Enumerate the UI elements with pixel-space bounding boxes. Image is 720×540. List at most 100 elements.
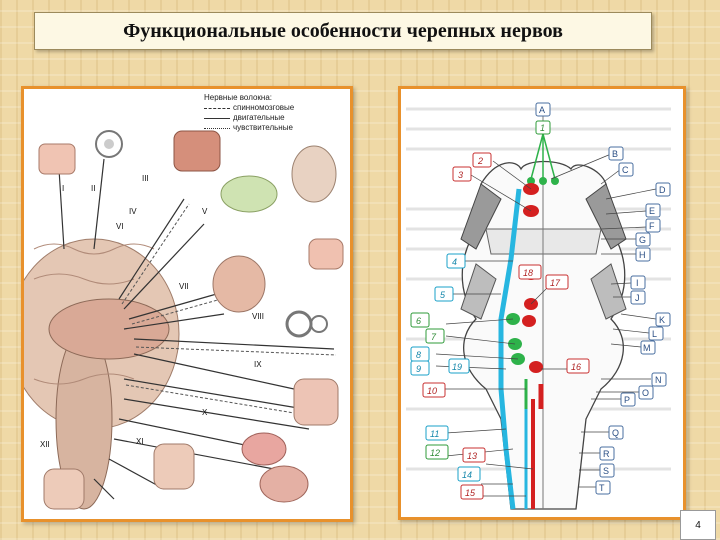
label-14: 14 xyxy=(457,466,481,482)
label-6: 6 xyxy=(410,312,430,328)
fiber-legend: Нервные волокна: спинномозговые двигател… xyxy=(204,93,294,133)
motor-nucleus xyxy=(522,315,536,327)
green-nucleus xyxy=(551,177,559,185)
label-D: D xyxy=(655,182,671,197)
label-13: 13 xyxy=(462,447,486,463)
viscera-sketch xyxy=(259,465,309,503)
orbit-sketch xyxy=(173,130,221,172)
legend-item: чувствительные xyxy=(204,123,294,133)
jaw-sketch xyxy=(220,175,278,213)
label-I: I xyxy=(630,275,646,290)
middle-cerebellar-right xyxy=(590,263,627,320)
label-text: M xyxy=(643,343,651,353)
label-18: 18 xyxy=(518,264,542,280)
label-15: 15 xyxy=(460,484,484,500)
label-text: R xyxy=(603,449,610,459)
label-7: 7 xyxy=(425,328,445,344)
label-K: K xyxy=(655,312,671,327)
nerve-label-XI: XI xyxy=(136,437,144,446)
label-text: 14 xyxy=(462,470,472,480)
label-8: 8 xyxy=(410,346,430,362)
label-text: 16 xyxy=(571,362,581,372)
legend-label: чувствительные xyxy=(233,123,293,132)
label-text: 11 xyxy=(430,429,439,439)
label-text: 3 xyxy=(458,170,463,180)
legend-item: спинномозговые xyxy=(204,103,294,113)
label-R: R xyxy=(599,446,615,461)
peduncle-left xyxy=(460,183,502,250)
nerve-label-V: V xyxy=(202,207,208,216)
legend-line-sensory xyxy=(204,127,230,129)
label-text: 6 xyxy=(416,316,421,326)
ear-sketch xyxy=(285,310,328,338)
label-text: O xyxy=(642,388,649,398)
label-H: H xyxy=(635,247,651,262)
label-text: 2 xyxy=(477,156,483,166)
label-text: I xyxy=(636,278,639,288)
label-text: 9 xyxy=(416,364,421,374)
nerve-label-XII: XII xyxy=(40,440,50,449)
neck-sketch xyxy=(153,443,195,490)
cranial-nerves-illustration: I II III IV V VI VII VIII IX X XI XII Не… xyxy=(21,86,353,522)
nerve-label-VI: VI xyxy=(116,222,124,231)
legend-heading: Нервные волокна: xyxy=(204,93,272,102)
legend-item: двигательные xyxy=(204,113,294,123)
label-text: N xyxy=(655,375,662,385)
label-N: N xyxy=(651,372,667,387)
cortex-folds xyxy=(33,243,155,385)
label-text: P xyxy=(624,395,630,405)
label-text: G xyxy=(639,235,646,245)
pons-shape xyxy=(48,298,170,360)
label-text: K xyxy=(659,315,665,325)
label-text: 1 xyxy=(540,123,545,133)
head-profile-sketch xyxy=(291,145,337,203)
label-text: S xyxy=(603,466,609,476)
label-M: M xyxy=(640,340,656,355)
peduncle-right xyxy=(585,183,627,250)
label-G: G xyxy=(635,232,651,247)
face-sketch xyxy=(212,255,266,313)
nerve-label-VIII: VIII xyxy=(252,312,264,321)
label-12: 12 xyxy=(425,444,449,460)
sensory-tract xyxy=(498,188,522,510)
nose-sketch xyxy=(38,143,76,175)
label-text: L xyxy=(652,329,657,339)
label-C: C xyxy=(618,162,634,177)
label-text: Q xyxy=(612,428,619,438)
nerve-label-II: II xyxy=(91,184,95,193)
nerve-label-III: III xyxy=(142,174,149,183)
nerve-label-IV: IV xyxy=(129,207,137,216)
label-text: 8 xyxy=(416,350,421,360)
label-text: 10 xyxy=(427,386,437,396)
label-9: 9 xyxy=(410,360,430,376)
tongue-sketch xyxy=(308,238,344,270)
label-17: 17 xyxy=(545,274,569,290)
label-19: 19 xyxy=(448,358,470,374)
brainstem-schematic: A B C D E F G H I J K L M N O P Q R S T … xyxy=(406,102,671,510)
label-text: D xyxy=(659,185,666,195)
label-T: T xyxy=(595,480,611,495)
label-text: J xyxy=(635,293,640,303)
label-text: 5 xyxy=(440,290,446,300)
nerve-label-VII: VII xyxy=(179,282,189,291)
label-text: T xyxy=(599,483,605,493)
brainstem-nuclei-diagram: A B C D E F G H I J K L M N O P Q R S T … xyxy=(398,86,686,520)
label-L: L xyxy=(648,326,664,341)
label-text: E xyxy=(649,206,655,216)
heart-lungs-sketch xyxy=(241,432,287,466)
label-5: 5 xyxy=(434,286,454,302)
label-4: 4 xyxy=(446,253,466,269)
label-A: A xyxy=(535,102,551,117)
label-text: 7 xyxy=(431,332,437,342)
label-J: J xyxy=(630,290,646,305)
title-box: Функциональные особенности черепных нерв… xyxy=(34,12,652,50)
nerve-label-X: X xyxy=(202,408,208,417)
label-text: H xyxy=(639,250,646,260)
label-text: 17 xyxy=(550,278,561,288)
label-3: 3 xyxy=(452,166,472,182)
label-B: B xyxy=(608,146,624,161)
label-S: S xyxy=(599,463,615,478)
chin-sketch xyxy=(43,468,85,510)
label-E: E xyxy=(645,203,661,218)
green-nucleus xyxy=(539,177,547,185)
